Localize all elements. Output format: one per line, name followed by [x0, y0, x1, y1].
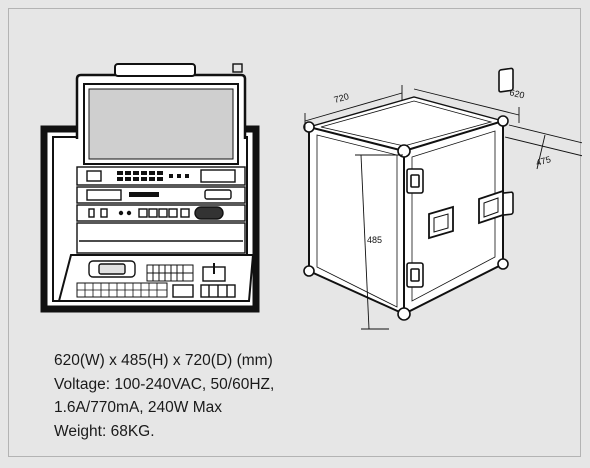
spec-line-dimensions: 620(W) x 485(H) x 720(D) (mm) — [54, 352, 273, 369]
spec-line-voltage: Voltage: 100-240VAC, 50/60HZ, — [54, 375, 275, 393]
width-dimension-label: 720 — [333, 91, 350, 105]
spec-line-weight: Weight: 68KG. — [54, 422, 155, 440]
flight-case-icon — [303, 67, 582, 330]
depth-dimension-label: 620 — [509, 87, 526, 100]
product-illustrations: 720 620 475 485 — [40, 63, 582, 330]
specifications-text: 620(W) x 485(H) x 720(D) (mm) Voltage: 1… — [54, 349, 274, 443]
product-panel: 720 620 475 485 620(W) x 485(H) x 720(D)… — [8, 8, 582, 457]
height-dimension-label: 485 — [367, 235, 382, 245]
side-dimension-label: 475 — [535, 154, 552, 168]
spec-line-power: 1.6A/770mA, 240W Max — [54, 399, 222, 417]
workstation-rack-icon — [40, 63, 260, 313]
